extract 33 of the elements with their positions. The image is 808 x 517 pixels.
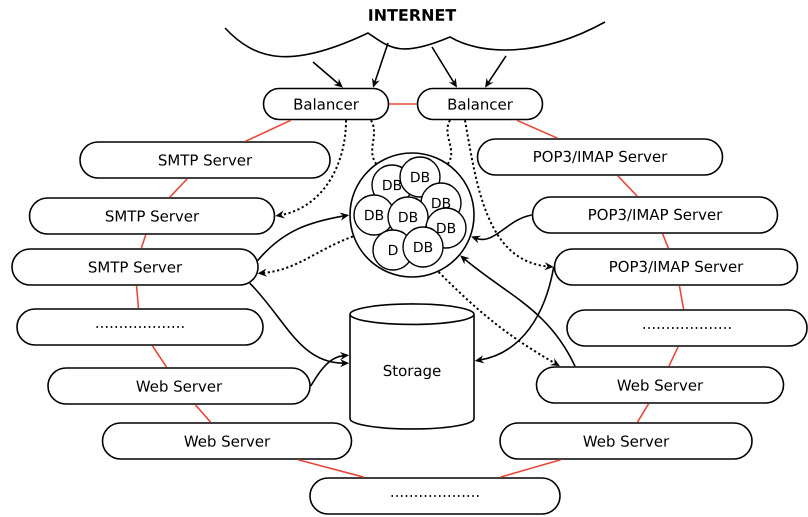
- server-box: ...................: [566, 309, 808, 347]
- ring-line: [500, 459, 561, 478]
- ring-line: [245, 120, 292, 142]
- server-box: Web Server: [499, 422, 753, 460]
- balancer-box: Balancer: [416, 88, 544, 120]
- server-box: SMTP Server: [28, 197, 276, 235]
- ring-line: [140, 234, 146, 248]
- ring-line: [636, 403, 650, 423]
- ring-line: [169, 178, 188, 198]
- server-box: ...................: [16, 308, 264, 346]
- ring-line: [389, 103, 417, 105]
- server-box: Web Server: [47, 367, 311, 405]
- server-box: Web Server: [102, 422, 352, 460]
- ring-line: [298, 459, 364, 478]
- server-box: ...................: [309, 477, 561, 515]
- server-box: POP3/IMAP Server: [532, 196, 778, 234]
- balancer-box: Balancer: [262, 88, 390, 120]
- internet-cloud: INTERNET: [224, 9, 606, 58]
- ring-line: [136, 286, 140, 308]
- connector-line: [446, 120, 452, 164]
- server-box: POP3/IMAP Server: [554, 248, 798, 286]
- server-box: Web Server: [536, 366, 784, 404]
- storage-cylinder: Storage: [349, 303, 475, 430]
- ring-line: [678, 286, 684, 310]
- ring-line: [617, 175, 638, 197]
- server-box: POP3/IMAP Server: [476, 138, 724, 176]
- server-box: SMTP Server: [79, 141, 331, 179]
- ring-line: [194, 404, 212, 423]
- ring-line: [668, 346, 679, 367]
- ring-line: [662, 234, 670, 248]
- connector-line: [370, 120, 377, 164]
- server-box: SMTP Server: [11, 248, 259, 286]
- ring-line: [152, 345, 168, 368]
